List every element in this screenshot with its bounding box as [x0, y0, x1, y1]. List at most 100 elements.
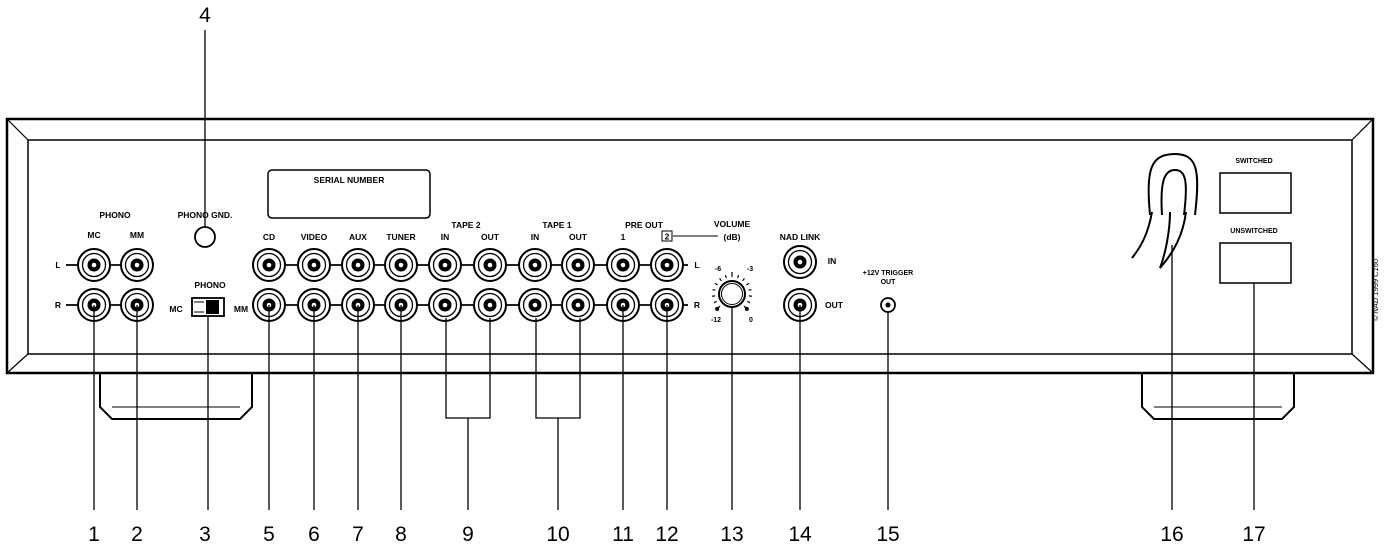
phono-right-label: R	[55, 300, 61, 310]
volume-scale-dot	[744, 306, 749, 311]
tape2-in-label: IN	[441, 232, 450, 242]
pre-out-2-box	[661, 230, 673, 242]
callout-number-5: 5	[263, 523, 275, 546]
tuner-label: TUNER	[386, 232, 415, 242]
callout-number-12: 12	[655, 523, 678, 546]
chassis	[5, 117, 1375, 375]
volume-tick-m6: -6	[715, 266, 721, 273]
callout-number-11: 11	[612, 523, 634, 546]
volume-db-label: (dB)	[724, 232, 741, 242]
tape1-in-right-jack[interactable]	[518, 288, 552, 322]
unswitched-label: UNSWITCHED	[1230, 228, 1277, 235]
tape1-in-left-jack[interactable]	[518, 248, 552, 282]
phono-left-label: L	[55, 260, 60, 270]
phono-gnd-terminal[interactable]	[194, 226, 216, 248]
tape2-out-label: OUT	[481, 232, 500, 242]
callout-number-8: 8	[395, 523, 407, 546]
phono-mm-left-jack[interactable]	[120, 248, 154, 282]
copyright-note: © NAD 1999 C160	[1371, 258, 1380, 321]
callout-number-17: 17	[1242, 523, 1265, 546]
unswitched-outlet[interactable]	[1219, 242, 1292, 284]
serial-number-label: SERIAL NUMBER	[314, 175, 385, 185]
switch-mm-label: MM	[234, 304, 248, 314]
main-left-label: L	[694, 260, 699, 270]
volume-scale-tick	[713, 300, 717, 304]
volume-scale-tick	[737, 274, 740, 279]
video-left-jack[interactable]	[297, 248, 331, 282]
volume-tick-m12: -12	[711, 317, 721, 324]
volume-tick-m3: -3	[747, 266, 753, 273]
tape1-out-label: OUT	[569, 232, 588, 242]
aux-left-jack[interactable]	[341, 248, 375, 282]
volume-scale-tick	[746, 282, 750, 286]
mc-mm-switch[interactable]	[191, 297, 225, 317]
trigger-label-line2: OUT	[881, 279, 897, 286]
volume-tick-0: 0	[749, 317, 753, 324]
callout-number-1: 1	[88, 523, 100, 546]
serial-number-plate	[267, 169, 431, 219]
power-cord	[1131, 152, 1199, 269]
rca-jacks	[77, 245, 817, 322]
callout-number-15: 15	[876, 523, 899, 546]
phono-mc-label: MC	[87, 230, 100, 240]
pre-out-label: PRE OUT	[625, 220, 664, 230]
volume-knob[interactable]	[718, 280, 746, 308]
tape2-out-left-jack[interactable]	[473, 248, 507, 282]
tape2-out-right-jack[interactable]	[473, 288, 507, 322]
callout-number-3: 3	[199, 523, 211, 546]
pre-out-2-label: 2	[665, 232, 670, 242]
nad-link-label: NAD LINK	[780, 232, 821, 242]
tape2-label: TAPE 2	[451, 220, 480, 230]
callout-number-14: 14	[788, 523, 812, 546]
pre-out-2-left-jack[interactable]	[650, 248, 684, 282]
callout-number-16: 16	[1160, 523, 1183, 546]
tape1-out-right-jack[interactable]	[561, 288, 595, 322]
volume-scale-tick	[748, 288, 752, 291]
nad-link-in-label: IN	[828, 256, 837, 266]
bus-lines	[66, 264, 688, 306]
pre-out-1-left-jack[interactable]	[606, 248, 640, 282]
volume-scale-dot	[715, 306, 720, 311]
aux-label: AUX	[349, 232, 367, 242]
switched-outlet[interactable]	[1219, 172, 1292, 214]
callout-number-7: 7	[352, 523, 364, 546]
tuner-left-jack[interactable]	[384, 248, 418, 282]
nad-link-in-jack[interactable]	[783, 245, 817, 279]
right-foot	[1141, 373, 1295, 420]
cd-label: CD	[263, 232, 275, 242]
nad-link-out-label: OUT	[825, 300, 844, 310]
volume-scale-tick	[724, 274, 727, 279]
callout-number-13: 13	[720, 523, 743, 546]
switch-title-label: PHONO	[194, 280, 226, 290]
volume-scale	[712, 272, 752, 311]
phono-mc-left-jack[interactable]	[77, 248, 111, 282]
callout-number-10: 10	[546, 523, 569, 546]
tape2-in-right-jack[interactable]	[428, 288, 462, 322]
callout-number-2: 2	[131, 523, 143, 546]
switched-label: SWITCHED	[1235, 158, 1272, 165]
left-foot	[99, 373, 253, 420]
callout-number-6: 6	[308, 523, 320, 546]
trigger-label-line1: +12V TRIGGER	[863, 270, 913, 277]
volume-scale-tick	[714, 282, 718, 286]
cd-left-jack[interactable]	[252, 248, 286, 282]
callout-number-9: 9	[462, 523, 474, 546]
phono-mm-label: MM	[130, 230, 144, 240]
main-right-label: R	[694, 300, 700, 310]
callout-leaders	[93, 30, 1255, 510]
volume-scale-tick	[712, 288, 716, 291]
video-label: VIDEO	[301, 232, 328, 242]
trigger-out-jack[interactable]	[880, 297, 896, 313]
tape1-in-label: IN	[531, 232, 540, 242]
volume-scale-tick	[742, 277, 745, 282]
volume-scale-tick	[719, 277, 722, 282]
pre-out-1-right-jack[interactable]	[606, 288, 640, 322]
phono-group-label: PHONO	[99, 210, 131, 220]
tape1-out-left-jack[interactable]	[561, 248, 595, 282]
callout-number-4: 4	[199, 4, 211, 27]
tape1-label: TAPE 1	[542, 220, 571, 230]
volume-scale-tick	[747, 300, 751, 304]
tape-brackets	[445, 318, 581, 510]
tape2-in-left-jack[interactable]	[428, 248, 462, 282]
